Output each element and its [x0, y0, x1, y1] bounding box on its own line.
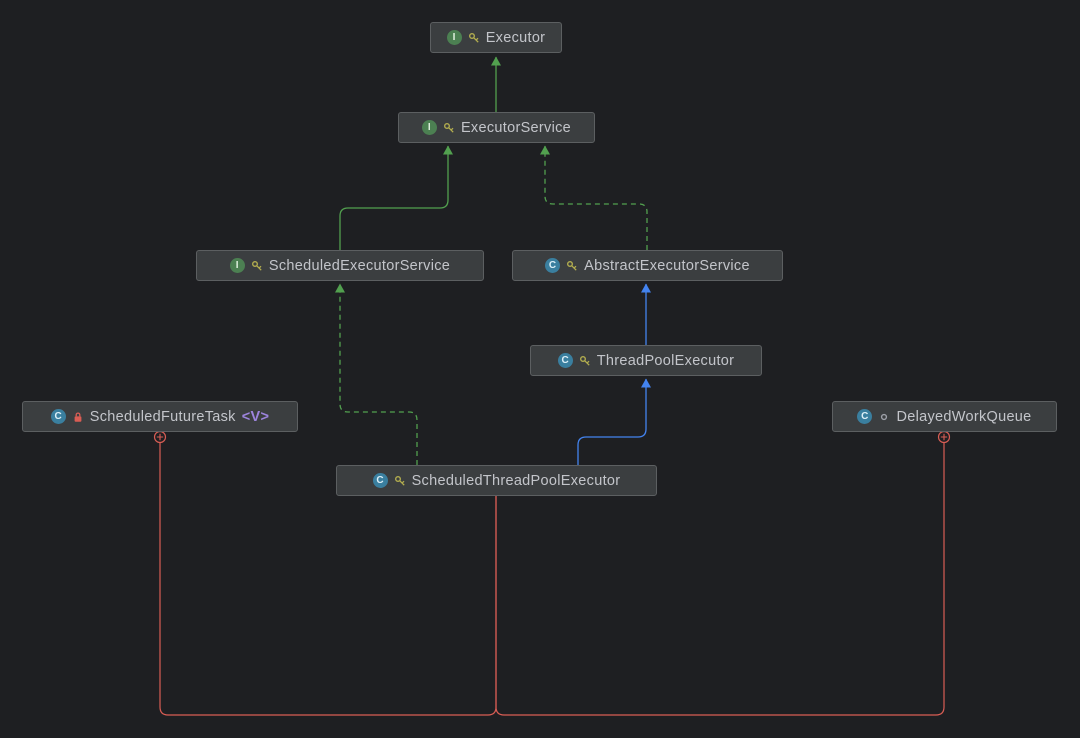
node-scheduled-thread-pool-executor[interactable]: C ScheduledThreadPoolExecutor	[336, 465, 657, 496]
node-label: ScheduledFutureTask	[89, 408, 236, 425]
node-label: ScheduledExecutorService	[268, 257, 451, 274]
edge-scheduledfuturetask-innerclass[interactable]	[159, 443, 497, 716]
node-label: ThreadPoolExecutor	[596, 352, 735, 369]
edge-scheduledthreadpoolexecutor-extends-threadpoolexecutor[interactable]	[577, 378, 651, 465]
expand-marker-delayedworkqueue[interactable]	[937, 430, 951, 444]
node-label: DelayedWorkQueue	[896, 408, 1032, 425]
node-thread-pool-executor[interactable]: C ThreadPoolExecutor	[530, 345, 762, 376]
interface-icon: I	[421, 120, 437, 135]
node-scheduled-executor-service[interactable]: I ScheduledExecutorService	[196, 250, 484, 281]
package-local-icon	[878, 411, 890, 423]
node-label: AbstractExecutorService	[584, 257, 750, 274]
expand-marker-scheduledfuturetask[interactable]	[153, 430, 167, 444]
node-scheduled-future-task[interactable]: C ScheduledFutureTask <V>	[22, 401, 298, 432]
key-icon	[579, 355, 591, 367]
class-icon: C	[557, 353, 573, 368]
edge-abstractexecutorservice-implements-executorservice[interactable]	[540, 145, 648, 250]
lock-icon	[72, 411, 84, 423]
node-label: Executor	[485, 29, 546, 46]
node-label: ExecutorService	[460, 119, 572, 136]
key-icon	[443, 122, 455, 134]
edge-scheduledexecutorservice-extends-executorservice[interactable]	[339, 145, 453, 250]
key-icon	[251, 260, 263, 272]
edge-delayedworkqueue-innerclass[interactable]	[495, 443, 945, 716]
class-icon: C	[372, 473, 388, 488]
key-icon	[394, 475, 406, 487]
node-label-generic: <V>	[241, 408, 270, 425]
node-abstract-executor-service[interactable]: C AbstractExecutorService	[512, 250, 783, 281]
class-icon: C	[857, 409, 873, 424]
node-executor[interactable]: I Executor	[430, 22, 562, 53]
edge-scheduledthreadpoolexecutor-implements-scheduledexecutorservice[interactable]	[335, 283, 418, 465]
key-icon	[468, 32, 480, 44]
interface-icon: I	[446, 30, 462, 45]
interface-icon: I	[229, 258, 245, 273]
node-label: ScheduledThreadPoolExecutor	[411, 472, 621, 489]
class-icon: C	[50, 409, 66, 424]
node-executor-service[interactable]: I ExecutorService	[398, 112, 595, 143]
key-icon	[566, 260, 578, 272]
node-delayed-work-queue[interactable]: C DelayedWorkQueue	[832, 401, 1057, 432]
abstract-class-icon: C	[545, 258, 561, 273]
